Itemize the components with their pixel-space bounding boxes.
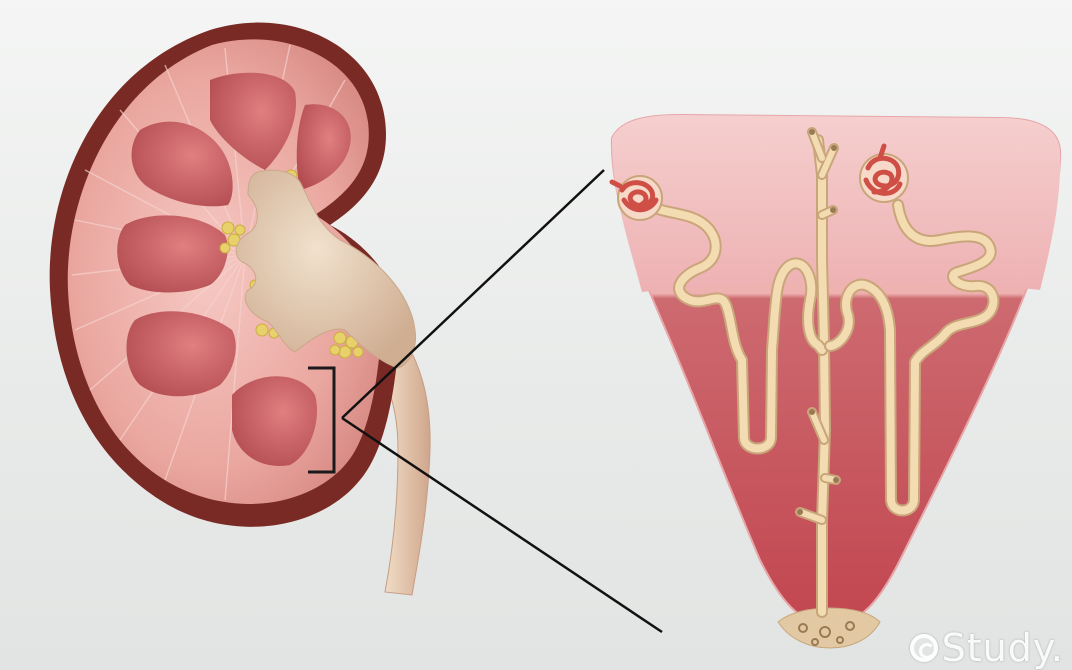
watermark: Study. (909, 626, 1064, 670)
renal-pyramids (117, 72, 351, 466)
nephron-right (824, 143, 1000, 517)
watermark-text: Study. (941, 626, 1064, 670)
magnification-lines (341, 169, 663, 634)
nephron-left (609, 175, 828, 455)
renal-pyramid-enlargement (609, 113, 1062, 649)
renal-pelvis (235, 169, 417, 369)
glomerulus-right (859, 143, 909, 203)
pyramid-selection-bracket (308, 366, 336, 474)
copyright-logo-icon (909, 634, 938, 662)
duct-openings (797, 129, 839, 515)
collecting-duct (795, 127, 841, 618)
papilla-openings (798, 621, 855, 646)
cortex-band (611, 115, 1061, 292)
kidney (49, 22, 431, 596)
glomerulus-left (609, 175, 663, 221)
